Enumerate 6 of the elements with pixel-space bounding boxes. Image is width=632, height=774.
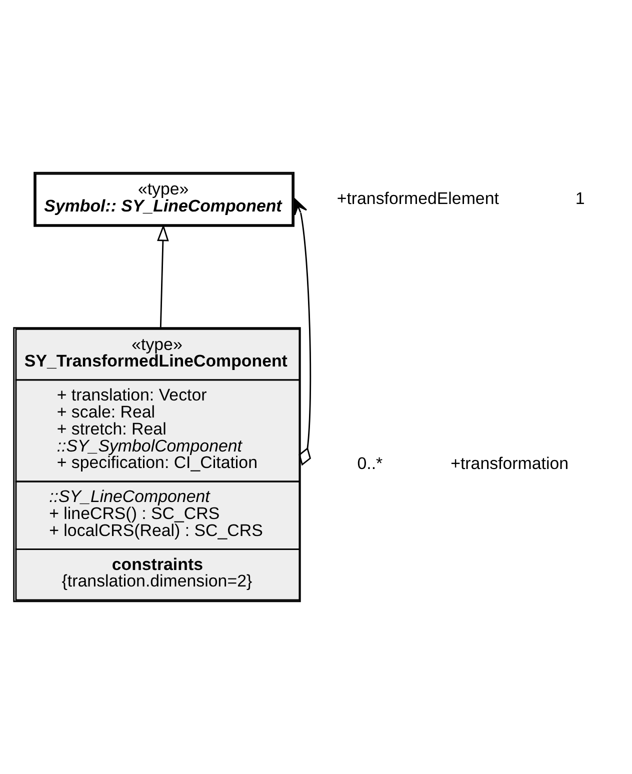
arrow [157, 224, 169, 328]
label: 1 [575, 188, 585, 208]
label: +transformation [450, 454, 569, 473]
arrow [294, 198, 312, 466]
label: +transformedElement [336, 188, 499, 208]
label: 0..* [357, 454, 383, 473]
